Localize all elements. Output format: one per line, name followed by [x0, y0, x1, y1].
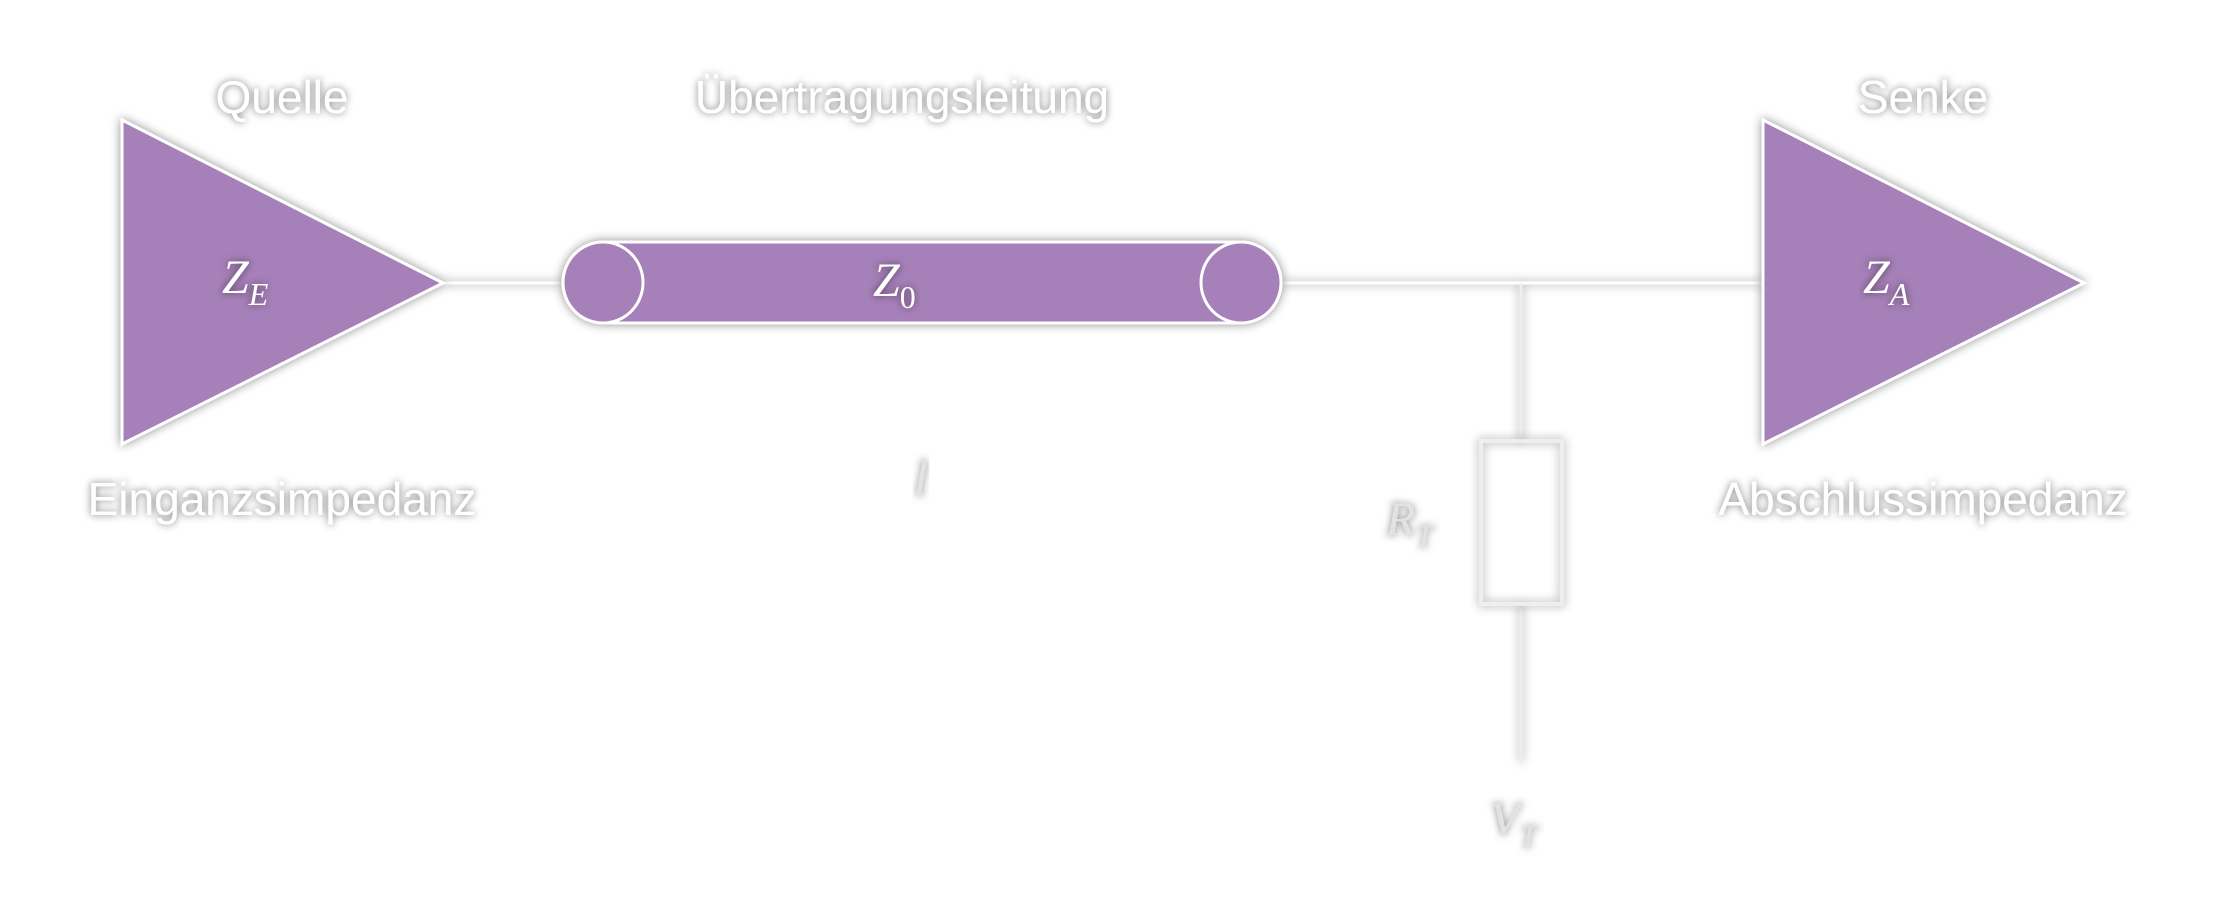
sink-caption: Abschlussimpedanz [1718, 473, 2127, 525]
resistor-label: RT [1385, 493, 1435, 554]
transmission-line: Z0 [561, 240, 1283, 325]
sink-amplifier: ZA [1761, 117, 2088, 447]
sink-triangle [1761, 117, 2088, 447]
sink-heading: Senke [1858, 71, 1988, 123]
line-impedance-label: Z0 [873, 254, 916, 315]
source-impedance-label: ZE [222, 251, 269, 312]
line-heading: Übertragungsleitung [695, 71, 1109, 123]
source-amplifier: ZE [120, 117, 447, 447]
sink-impedance-label: ZA [1863, 251, 1910, 312]
cable-end-left [561, 240, 645, 325]
source-heading: Quelle [216, 71, 349, 123]
source-caption: Einganzsimpedanz [88, 473, 477, 525]
cable-body [561, 240, 1283, 325]
voltage-label: VT [1490, 793, 1539, 854]
length-label: l [914, 450, 928, 506]
termination-voltage: VT [1481, 760, 1562, 854]
cable-end-right [1199, 240, 1283, 325]
source-triangle [120, 117, 447, 447]
termination-resistor: RT [1385, 439, 1564, 606]
wires [443, 281, 1762, 762]
resistor-body [1479, 439, 1564, 606]
